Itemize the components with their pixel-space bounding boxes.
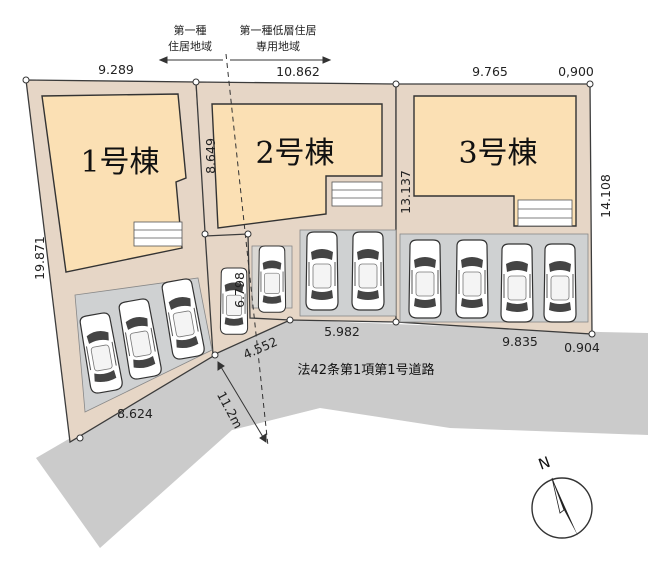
road-width-arrow [217,361,267,443]
flag-lot-boundary [204,233,291,321]
dim-lot2-height: 8.649 [203,138,218,174]
car [500,243,534,323]
boundary-markers [22,76,596,442]
dim-top-lot3: 9.765 [472,64,508,79]
dim-top-lot2: 10.862 [276,64,320,79]
steps-3 [517,199,573,227]
dim-lot3-height: 13.137 [398,170,413,214]
zone-right-line2: 専用地域 [256,40,300,53]
zone-left-line1: 第一種 [174,23,207,37]
building-2-label: 2号棟 [255,136,334,171]
zoning-boundary [225,53,269,447]
car [455,239,489,319]
car [257,245,287,313]
zone-left-line2: 住居地域 [168,39,212,53]
zone-right-line1: 第一種低層住居 [240,23,317,37]
car [543,243,577,323]
dim-front-corner: 0.904 [564,340,600,355]
road-label: 法42条第1項第1号道路 [297,362,434,378]
dim-right-side: 14.108 [598,174,613,218]
car [351,231,385,311]
road [36,320,648,548]
car [408,239,442,319]
dim-front-lot1: 8.624 [117,406,153,421]
building-3-label: 3号棟 [458,136,537,171]
dim-top-lot1: 9.289 [98,62,134,77]
dim-front-lot3: 9.835 [502,334,538,349]
building-2 [211,103,383,229]
building-1-label: 1号棟 [80,145,159,180]
building-3 [413,95,577,227]
dim-flag-pole-len: 6.798 [232,272,247,308]
steps-1 [133,221,183,247]
steps-2 [331,181,383,207]
compass-north-label: N [536,453,553,474]
compass: N [531,453,593,539]
zoning-arrows [158,56,332,64]
dim-left-side: 19.871 [32,236,47,280]
dim-top-corner: 0,900 [558,64,594,79]
north-arrow-icon [552,478,578,536]
dim-front-lot2: 5.982 [324,324,360,339]
car [305,231,339,311]
